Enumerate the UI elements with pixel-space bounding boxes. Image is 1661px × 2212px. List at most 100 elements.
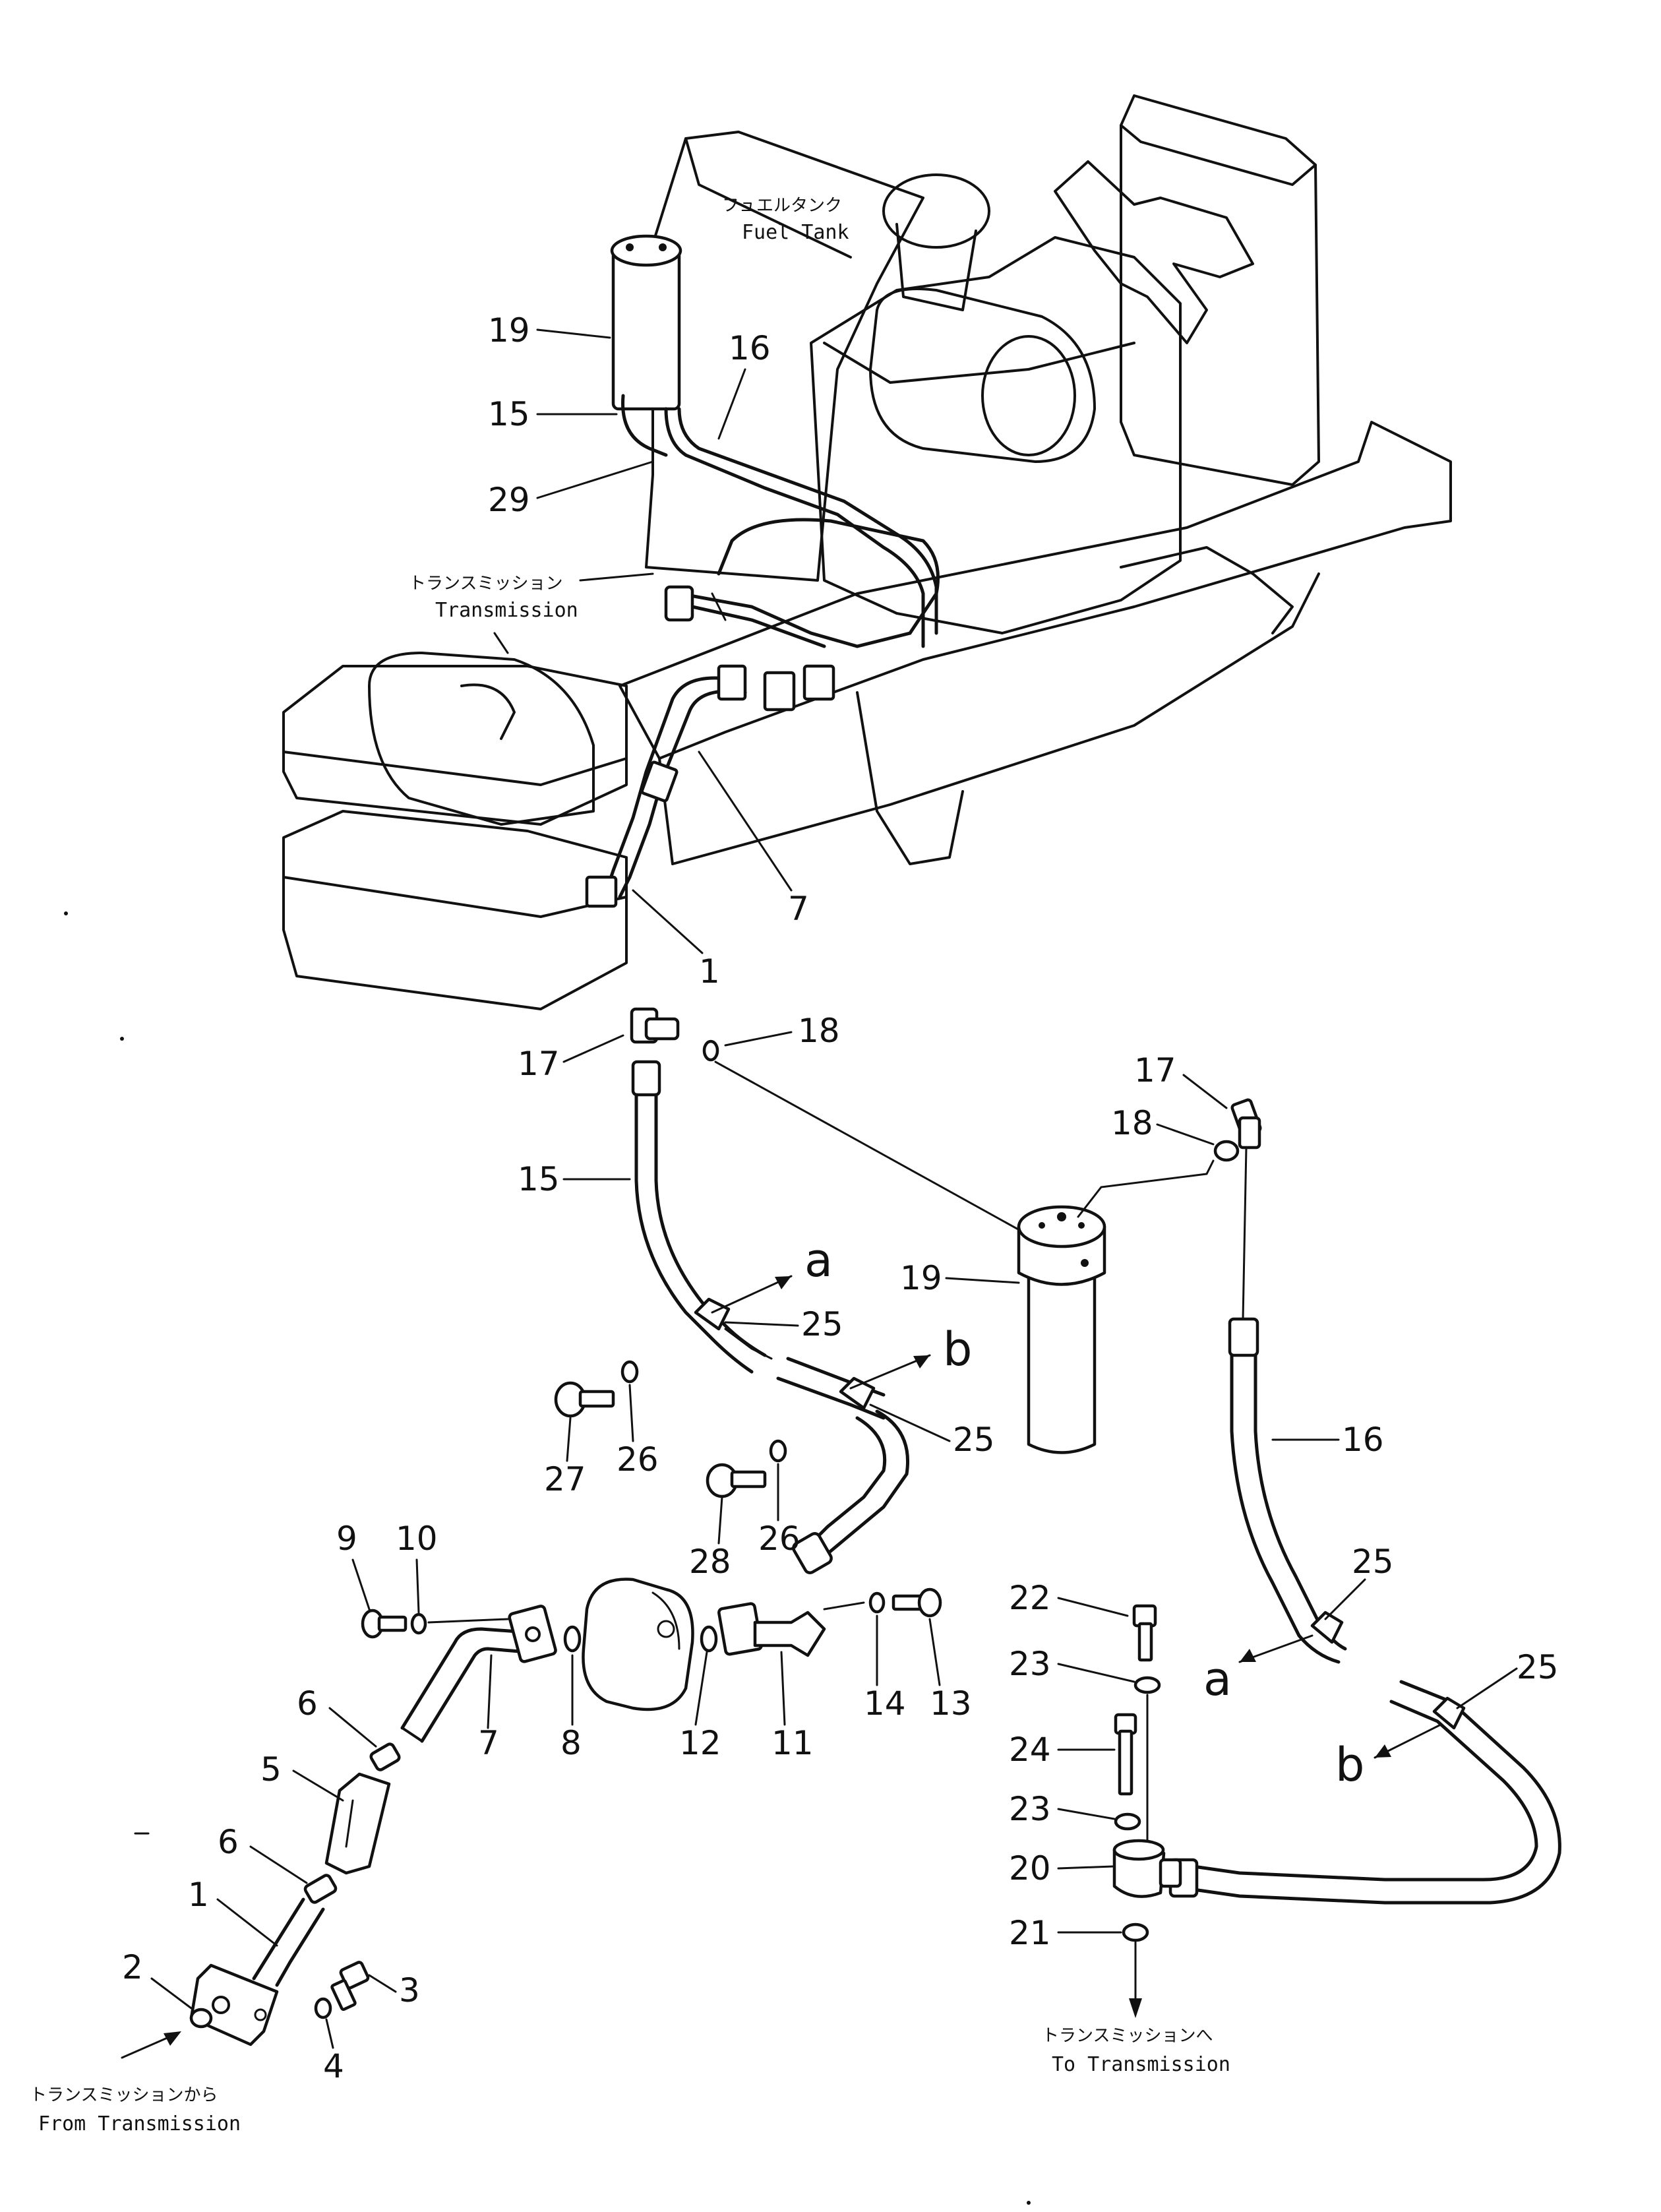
- bolt-28: [706, 1463, 767, 1498]
- callout-28: 28: [689, 1543, 731, 1581]
- o-ring-2: [189, 2008, 213, 2029]
- callout-25-a: 25: [801, 1305, 843, 1343]
- o-ring-18-left: [702, 1039, 719, 1062]
- elbow-11: [717, 1602, 826, 1657]
- callout-19-assembly: 19: [488, 311, 530, 350]
- hose-16-assembled: [664, 407, 925, 648]
- main-frame: [619, 421, 1452, 760]
- callout-17-left: 17: [518, 1045, 560, 1083]
- sleeve-6-lower: [303, 1874, 338, 1904]
- hose-16: [1228, 1317, 1347, 1664]
- o-ring-12: [700, 1625, 718, 1653]
- o-ring-18-right: [1213, 1140, 1240, 1162]
- washer-4: [314, 1997, 332, 2019]
- elbow-17-left: [630, 1007, 680, 1044]
- fuel-tank-outline: [645, 131, 924, 582]
- clamp-25-b: [839, 1376, 876, 1410]
- hose-15-assembled: [621, 394, 668, 457]
- air-cleaner-body: [869, 288, 1096, 463]
- clamp-25-c: [1310, 1611, 1344, 1644]
- callout-26-a: 26: [617, 1440, 659, 1479]
- callout-25-d: 25: [1517, 1648, 1559, 1686]
- callout-18-left: 18: [798, 1012, 840, 1050]
- fuel-tank-label-jp: フュエルタンク: [722, 196, 842, 216]
- callout-12: 12: [679, 1724, 721, 1762]
- clamp-25-a: [694, 1297, 731, 1331]
- hose-15-b-section: [776, 1357, 909, 1574]
- bolt-13: [891, 1587, 942, 1618]
- callout-29-assembly: 29: [488, 481, 530, 519]
- callout-10: 10: [396, 1520, 438, 1558]
- washer-26-a: [620, 1360, 639, 1384]
- callout-23-b: 23: [1009, 1790, 1051, 1828]
- o-ring-8: [563, 1625, 582, 1653]
- callout-18-right: 18: [1111, 1104, 1153, 1142]
- pipe-7: [400, 1605, 557, 1743]
- bolt-22: [1132, 1604, 1157, 1662]
- hose-5: [324, 1772, 391, 1875]
- from-transmission-label-en: From Transmission: [38, 2112, 241, 2135]
- washer-26-b: [769, 1439, 787, 1463]
- filter-19-assembled: [610, 234, 682, 411]
- hose-15: [631, 1060, 773, 1374]
- callout-27: 27: [544, 1460, 586, 1498]
- callout-15-assembly: 15: [488, 395, 530, 433]
- o-ring-21: [1122, 1922, 1149, 1942]
- callout-3: 3: [399, 1971, 420, 2010]
- radiator-outline: [1120, 94, 1320, 486]
- engine-outline: [810, 236, 1182, 634]
- to-transmission-label-en: To Transmission: [1052, 2053, 1230, 2076]
- bolt-27: [554, 1381, 615, 1418]
- callout-16: 16: [1342, 1421, 1384, 1459]
- letter-b-lower: b: [1335, 1738, 1364, 1792]
- from-transmission-label-jp: トランスミッションから: [30, 2085, 218, 2105]
- elbow-17-right: [1230, 1098, 1262, 1150]
- adapter-20: [1112, 1839, 1182, 1898]
- callout-6-lower: 6: [218, 1823, 239, 1861]
- callout-13: 13: [930, 1684, 972, 1723]
- hose-16-b-section: [1168, 1680, 1561, 1905]
- transmission-housing: [368, 652, 595, 826]
- washer-14: [868, 1591, 886, 1614]
- transmission-label-jp: トランスミッション: [409, 574, 562, 594]
- callout-1: 1: [188, 1876, 209, 1914]
- callout-20: 20: [1009, 1849, 1051, 1888]
- callout-7-assembly: 7: [788, 890, 809, 928]
- washer-23-b: [1114, 1812, 1141, 1831]
- callout-2: 2: [122, 1948, 143, 1986]
- bolt-3: [330, 1961, 370, 2012]
- hose-transmission-loop: [677, 518, 940, 648]
- counterweight-lower: [282, 810, 628, 1010]
- assembly-view: [282, 94, 1452, 1010]
- washer-10: [410, 1613, 427, 1635]
- callout-9: 9: [336, 1520, 357, 1558]
- filter-19: [1017, 1205, 1106, 1454]
- callout-8: 8: [560, 1724, 582, 1762]
- arrow-from-transmission: [121, 2033, 176, 2059]
- callout-11: 11: [771, 1724, 814, 1762]
- callout-22: 22: [1009, 1579, 1051, 1617]
- air-cleaner-cap: [882, 173, 990, 249]
- callout-23-a: 23: [1009, 1645, 1051, 1683]
- counterweight-upper: [282, 665, 628, 826]
- strainer: [582, 1578, 694, 1711]
- callout-5: 5: [260, 1750, 282, 1789]
- callout-7: 7: [478, 1724, 499, 1762]
- callout-24: 24: [1009, 1731, 1051, 1769]
- sleeve-6-upper: [369, 1742, 401, 1771]
- clamp-25-d: [1432, 1696, 1466, 1730]
- transmission-label-en: Transmission: [435, 599, 578, 622]
- callout-17-right: 17: [1134, 1051, 1176, 1090]
- to-transmission-label-jp: トランスミッションへ: [1042, 2026, 1213, 2046]
- callout-6-upper: 6: [297, 1684, 318, 1723]
- letter-a-lower: a: [1203, 1652, 1232, 1706]
- bolt-9: [361, 1609, 408, 1639]
- callout-19: 19: [900, 1259, 942, 1297]
- callout-16-assembly: 16: [729, 329, 771, 367]
- bolt-24: [1114, 1713, 1137, 1796]
- callout-1-assembly: 1: [699, 952, 720, 991]
- callout-4: 4: [323, 2047, 344, 2085]
- callout-25-c: 25: [1352, 1543, 1394, 1581]
- callout-15: 15: [518, 1160, 560, 1198]
